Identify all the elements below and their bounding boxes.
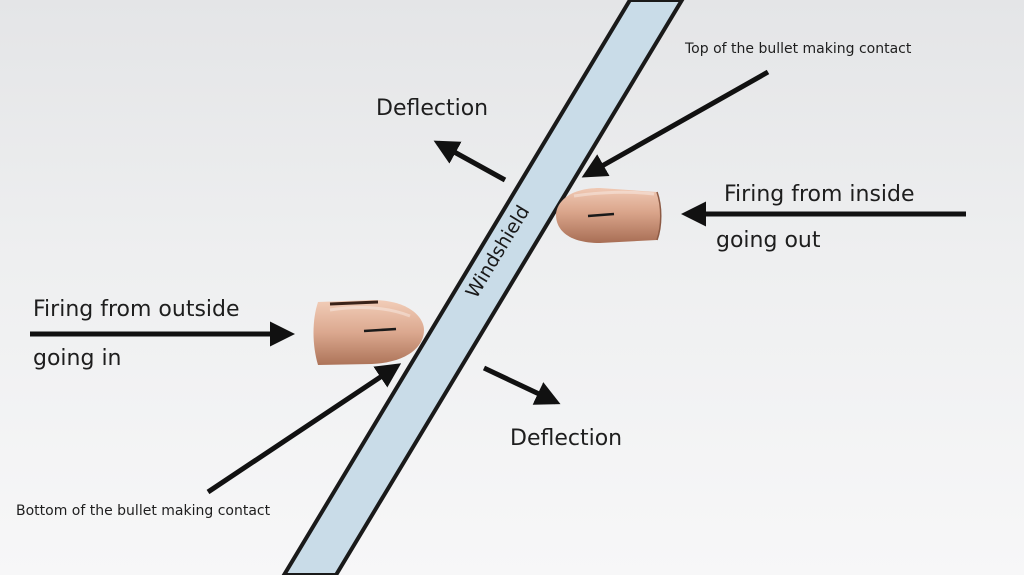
deflection-upper-label: Deflection [376,96,489,121]
firing-inside-line2: going out [716,228,821,253]
arrow-deflection-lower [482,365,561,405]
arrow-bottom-contact [206,363,402,495]
deflection-lower-label: Deflection [510,426,623,451]
arrow-deflection-upper [433,140,507,183]
bullet-inside-icon [556,188,662,243]
firing-outside-line2: going in [33,346,122,371]
firing-outside-line1: Firing from outside [33,297,240,322]
firing-inside-line1: Firing from inside [724,182,915,207]
arrow-top-contact [581,69,770,178]
top-contact-label: Top of the bullet making contact [685,41,912,57]
bottom-contact-label: Bottom of the bullet making contact [16,503,271,519]
bullet-outside-icon [313,300,424,365]
